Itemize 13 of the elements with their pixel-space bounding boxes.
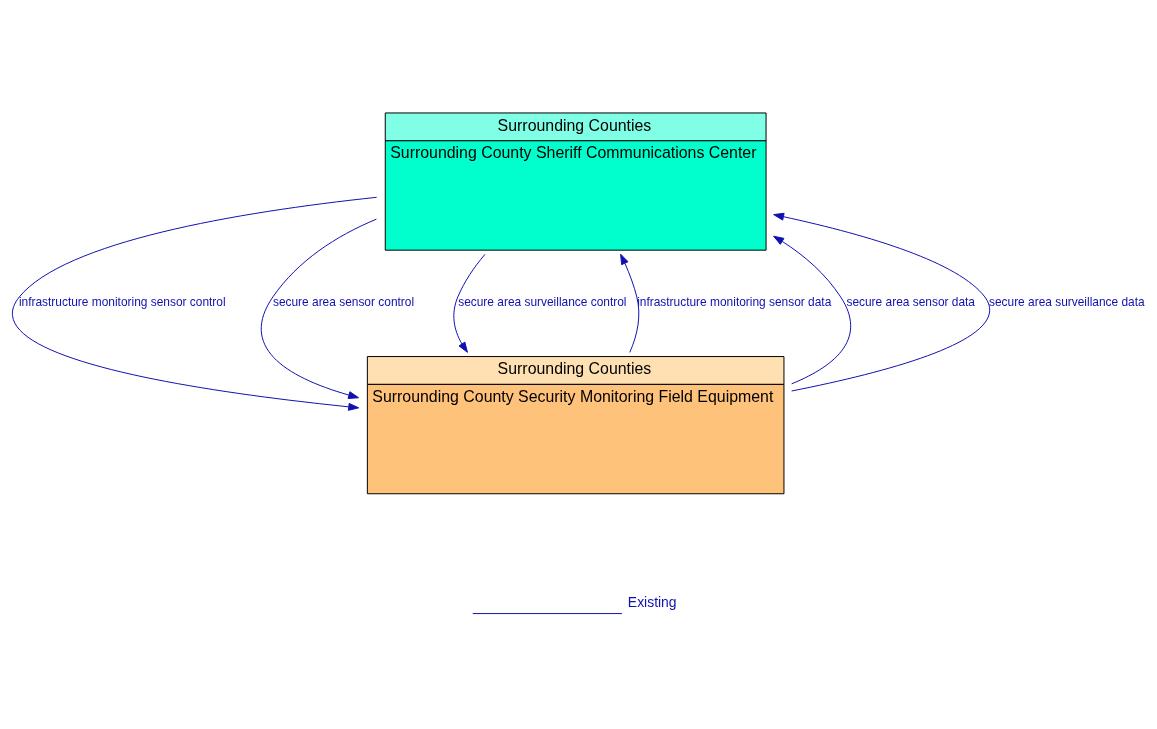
edge-label: secure area surveillance data xyxy=(988,294,1145,309)
arrow xyxy=(260,218,377,399)
legend-label: Existing xyxy=(627,593,677,610)
arrow xyxy=(453,253,486,353)
arrow xyxy=(12,196,378,411)
arrow xyxy=(773,212,990,391)
edge-label: infrastructure monitoring sensor data xyxy=(637,294,832,309)
edge-label: secure area sensor data xyxy=(846,294,976,309)
edge-label: secure area surveillance control xyxy=(458,294,627,309)
arrow xyxy=(773,235,852,384)
edge-label: infrastructure monitoring sensor control xyxy=(18,294,226,309)
arrow xyxy=(620,253,640,353)
edge-label: secure area sensor control xyxy=(272,294,415,309)
